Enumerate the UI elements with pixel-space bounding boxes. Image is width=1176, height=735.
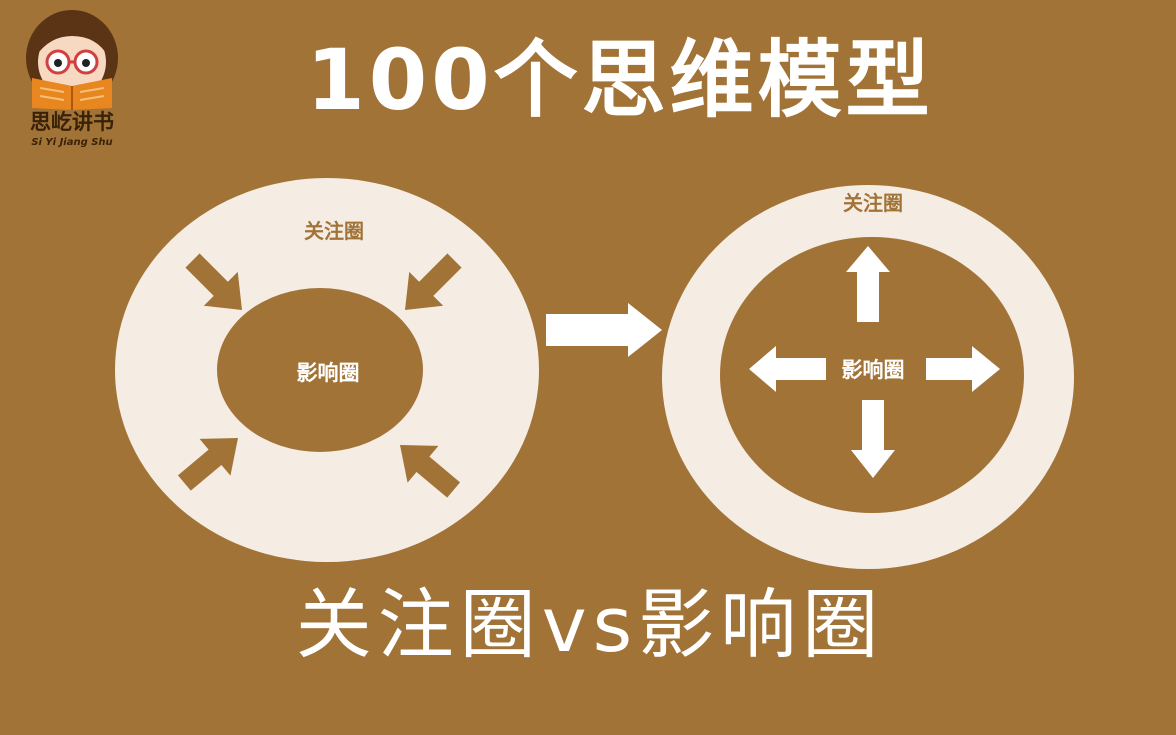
page-subtitle: 关注圈vs影响圈: [295, 580, 885, 669]
transition-arrow-icon: [546, 303, 662, 357]
left-inner-label: 影响圈: [297, 361, 360, 385]
arrow-left-icon: [749, 346, 826, 392]
left-outer-label: 关注圈: [304, 219, 364, 243]
left-diagram: 关注圈 影响圈: [115, 178, 539, 562]
right-outer-label: 关注圈: [843, 191, 903, 215]
brand-pinyin: Si Yi Jiang Shu: [31, 137, 113, 148]
arrow-right-icon: [926, 346, 1000, 392]
brand-name: 思屹讲书: [30, 110, 114, 134]
right-diagram: 关注圈 影响圈: [662, 185, 1074, 569]
outward-arrows: [749, 246, 1000, 478]
arrow-up-icon: [846, 246, 890, 322]
arrow-down-icon: [851, 400, 895, 478]
right-inner-label: 影响圈: [842, 358, 905, 382]
brand-logo: 思屹讲书 Si Yi Jiang Shu: [6, 6, 138, 156]
girl-reading-book-icon: [26, 10, 118, 110]
left-inner-circle: [217, 288, 423, 452]
right-inner-circle: [720, 237, 1024, 513]
page-title: 100个思维模型: [306, 31, 934, 129]
